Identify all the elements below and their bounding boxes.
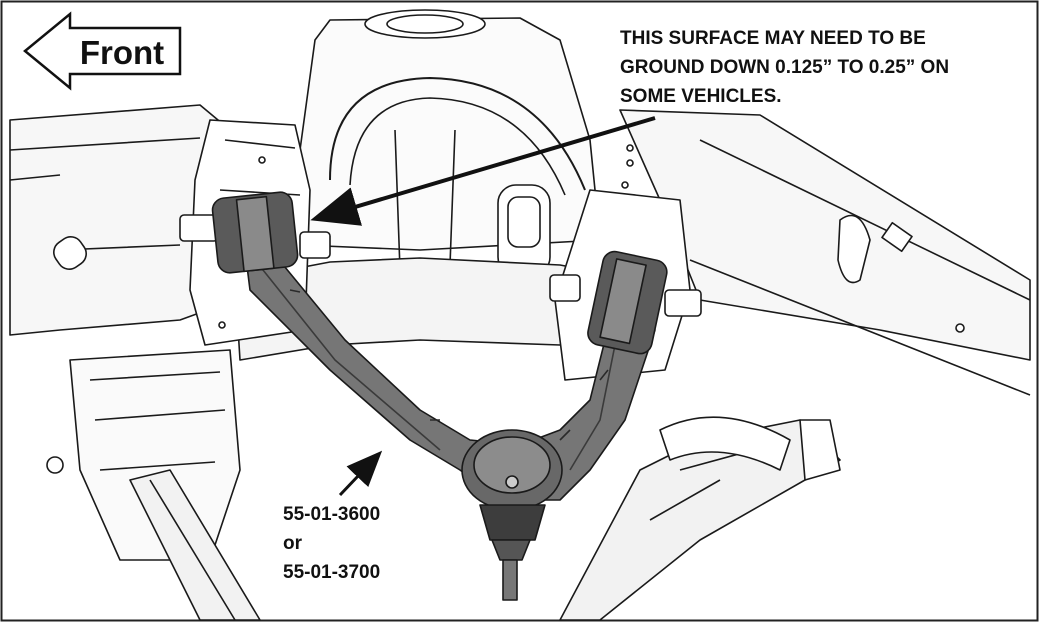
part-leader-arrow [338,450,383,497]
grind-surface-note: THIS SURFACE MAY NEED TO BE GROUND DOWN … [620,24,1030,111]
coil-spring-tower [299,17,601,251]
front-direction-arrow: Front [23,11,182,91]
part-number: 55-01-3600 [283,504,381,525]
part-or: or [283,533,302,554]
left-front-bolt-head [179,214,219,242]
front-label: Front [80,34,164,71]
part-number-label: 55-01-3600 or 55-01-3700 [283,500,380,587]
left-lower-arm [129,469,261,621]
note-line: THIS SURFACE MAY NEED TO BE [620,28,926,49]
surface-leader-arrow [310,116,656,226]
frame-slot [53,236,87,270]
part-number: 55-01-3700 [283,562,381,583]
note-line: GROUND DOWN 0.125” TO 0.25” ON [620,57,950,78]
note-line: SOME VEHICLES. [620,86,782,107]
upper-control-arm [211,191,668,601]
